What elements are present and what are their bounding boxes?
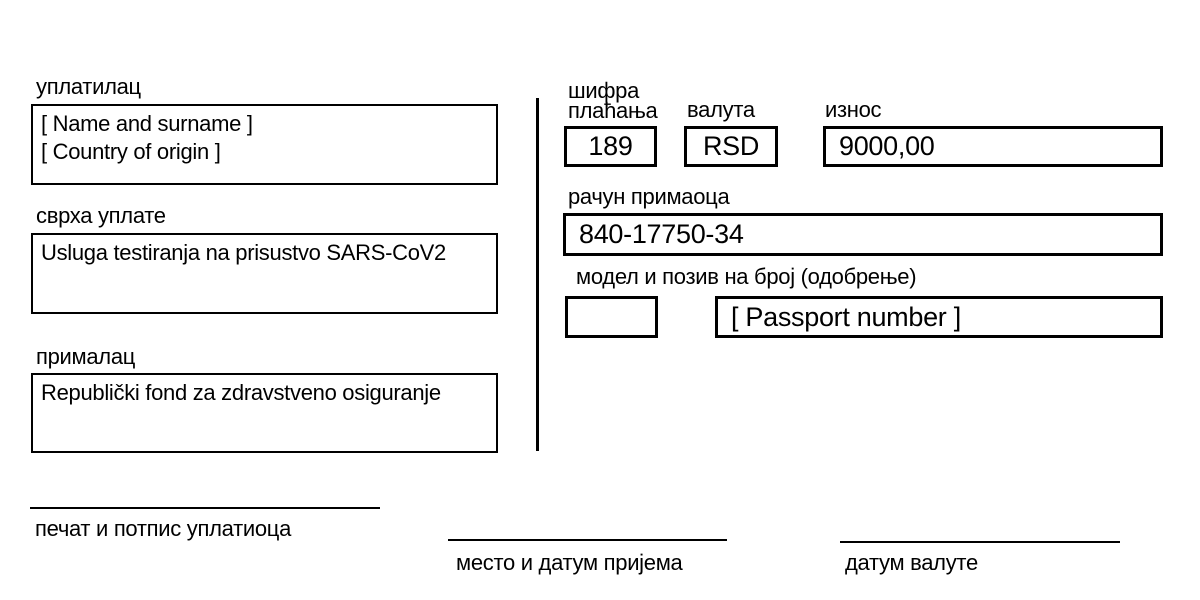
payer-field[interactable]: [ Name and surname ] [ Country of origin…: [31, 104, 498, 185]
payer-signature-label: печат и потпис уплатиоца: [35, 516, 292, 541]
payment-code-value: 189: [588, 131, 633, 161]
amount-field[interactable]: 9000,00: [823, 126, 1163, 167]
recipient-account-field[interactable]: 840-17750-34: [563, 213, 1163, 256]
payment-code-field[interactable]: 189: [564, 126, 657, 167]
purpose-value: Usluga testiranja na prisustvo SARS-CoV2: [41, 240, 446, 265]
model-field[interactable]: [565, 296, 658, 338]
payer-country-line: [ Country of origin ]: [41, 139, 221, 164]
purpose-field[interactable]: Usluga testiranja na prisustvo SARS-CoV2: [31, 233, 498, 314]
place-date-label: место и датум пријема: [456, 550, 683, 575]
amount-label: износ: [825, 97, 882, 122]
recipient-field[interactable]: Republički fond za zdravstveno osiguranj…: [31, 373, 498, 453]
value-date-label: датум валуте: [845, 550, 978, 575]
value-date-line: [840, 541, 1120, 543]
recipient-account-value: 840-17750-34: [579, 219, 744, 249]
model-reference-label: модел и позив на број (одобрење): [576, 264, 917, 289]
recipient-label: прималац: [36, 344, 136, 369]
currency-field[interactable]: RSD: [684, 126, 778, 167]
amount-value: 9000,00: [839, 131, 935, 161]
payer-label: уплатилац: [36, 74, 141, 99]
column-divider: [536, 98, 539, 451]
payer-signature-line: [30, 507, 380, 509]
reference-number-field[interactable]: [ Passport number ]: [715, 296, 1163, 338]
payment-code-label: шифра плаћања: [568, 78, 658, 123]
reference-number-value: [ Passport number ]: [731, 301, 961, 332]
currency-value: RSD: [702, 131, 760, 161]
recipient-value: Republički fond za zdravstveno osiguranj…: [41, 380, 441, 405]
purpose-label: сврха уплате: [36, 203, 166, 228]
place-date-line: [448, 539, 727, 541]
payer-name-line: [ Name and surname ]: [41, 111, 253, 136]
recipient-account-label: рачун примаоца: [568, 184, 730, 209]
currency-label: валута: [687, 97, 755, 122]
